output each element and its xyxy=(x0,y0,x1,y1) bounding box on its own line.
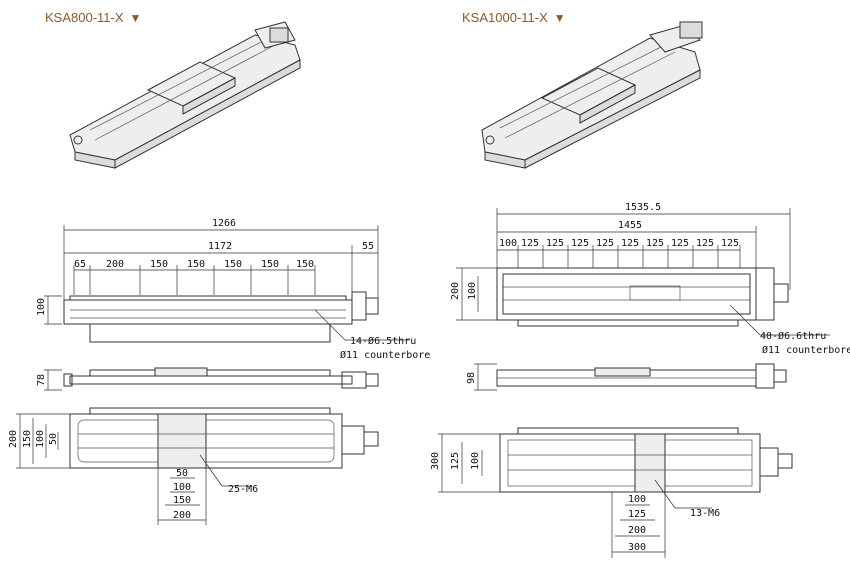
dim-bottom: 300 xyxy=(430,452,441,470)
dim-pitch: 125 xyxy=(521,238,539,249)
dim-below: 100 xyxy=(628,494,646,505)
dim-bottom: 100 xyxy=(35,430,46,448)
dim-below: 50 xyxy=(176,468,188,479)
dim-mid: 1172 xyxy=(208,241,232,252)
dim-height: 100 xyxy=(36,298,47,316)
dim-pitch: 100 xyxy=(499,238,517,249)
dim-pitch: 150 xyxy=(261,259,279,270)
dim-overall: 1535.5 xyxy=(625,202,661,213)
dim-bottom: 100 xyxy=(470,452,481,470)
top-view-ksa1000 xyxy=(456,208,830,336)
side-view-ksa800 xyxy=(44,367,379,391)
dim-pitch: 125 xyxy=(671,238,689,249)
dropdown-triangle-icon[interactable]: ▼ xyxy=(553,11,566,25)
dim-pitch: 125 xyxy=(596,238,614,249)
dropdown-triangle-icon[interactable]: ▼ xyxy=(129,11,142,25)
dim-side-height: 98 xyxy=(466,372,477,384)
dim-pitch: 150 xyxy=(150,259,168,270)
holes-note: 40-Ø6.6thru xyxy=(760,330,826,342)
dim-below: 100 xyxy=(173,482,191,493)
dim-below: 125 xyxy=(628,509,646,520)
holes-note: Ø11 counterbore xyxy=(340,349,430,361)
dim-pitch: 125 xyxy=(646,238,664,249)
dim-mid: 1455 xyxy=(618,220,642,231)
dim-bottom: 125 xyxy=(450,452,461,470)
dim-pitch: 125 xyxy=(696,238,714,249)
dim-pitch: 65 xyxy=(74,259,86,270)
holes-note: 14-Ø6.5thru xyxy=(350,335,416,347)
side-view-ksa1000 xyxy=(474,363,787,391)
dim-below: 300 xyxy=(628,542,646,553)
holes-note: Ø11 counterbore xyxy=(762,344,850,356)
isometric-view-ksa800 xyxy=(69,21,301,169)
dim-bottom: 150 xyxy=(22,430,33,448)
dim-pitch: 150 xyxy=(224,259,242,270)
dim-bottom: 50 xyxy=(48,433,59,445)
tap-note: 13-M6 xyxy=(690,508,720,519)
dim-pitch: 150 xyxy=(187,259,205,270)
bottom-view-ksa1000 xyxy=(438,427,793,558)
dim-end: 55 xyxy=(362,241,374,252)
dim-pitch: 125 xyxy=(621,238,639,249)
dim-below: 200 xyxy=(628,525,646,536)
bottom-view-ksa800 xyxy=(16,407,379,525)
dim-below: 150 xyxy=(173,495,191,506)
tap-note: 25-M6 xyxy=(228,484,258,495)
model-title-ksa800: KSA800-11-X▼ xyxy=(45,10,142,25)
dim-height-outer: 200 xyxy=(450,282,461,300)
dim-overall: 1266 xyxy=(212,218,236,229)
model-title-ksa1000: KSA1000-11-X▼ xyxy=(462,10,566,25)
dim-pitch: 125 xyxy=(546,238,564,249)
dim-pitch: 125 xyxy=(571,238,589,249)
isometric-view-ksa1000 xyxy=(481,21,703,169)
dim-pitch: 125 xyxy=(721,238,739,249)
dim-pitch: 150 xyxy=(296,259,314,270)
dim-pitch: 200 xyxy=(106,259,124,270)
dim-below: 200 xyxy=(173,510,191,521)
top-view-ksa800 xyxy=(44,225,410,343)
dim-side-height: 78 xyxy=(36,374,47,386)
dim-bottom: 200 xyxy=(8,430,19,448)
dim-height-inner: 100 xyxy=(467,282,478,300)
